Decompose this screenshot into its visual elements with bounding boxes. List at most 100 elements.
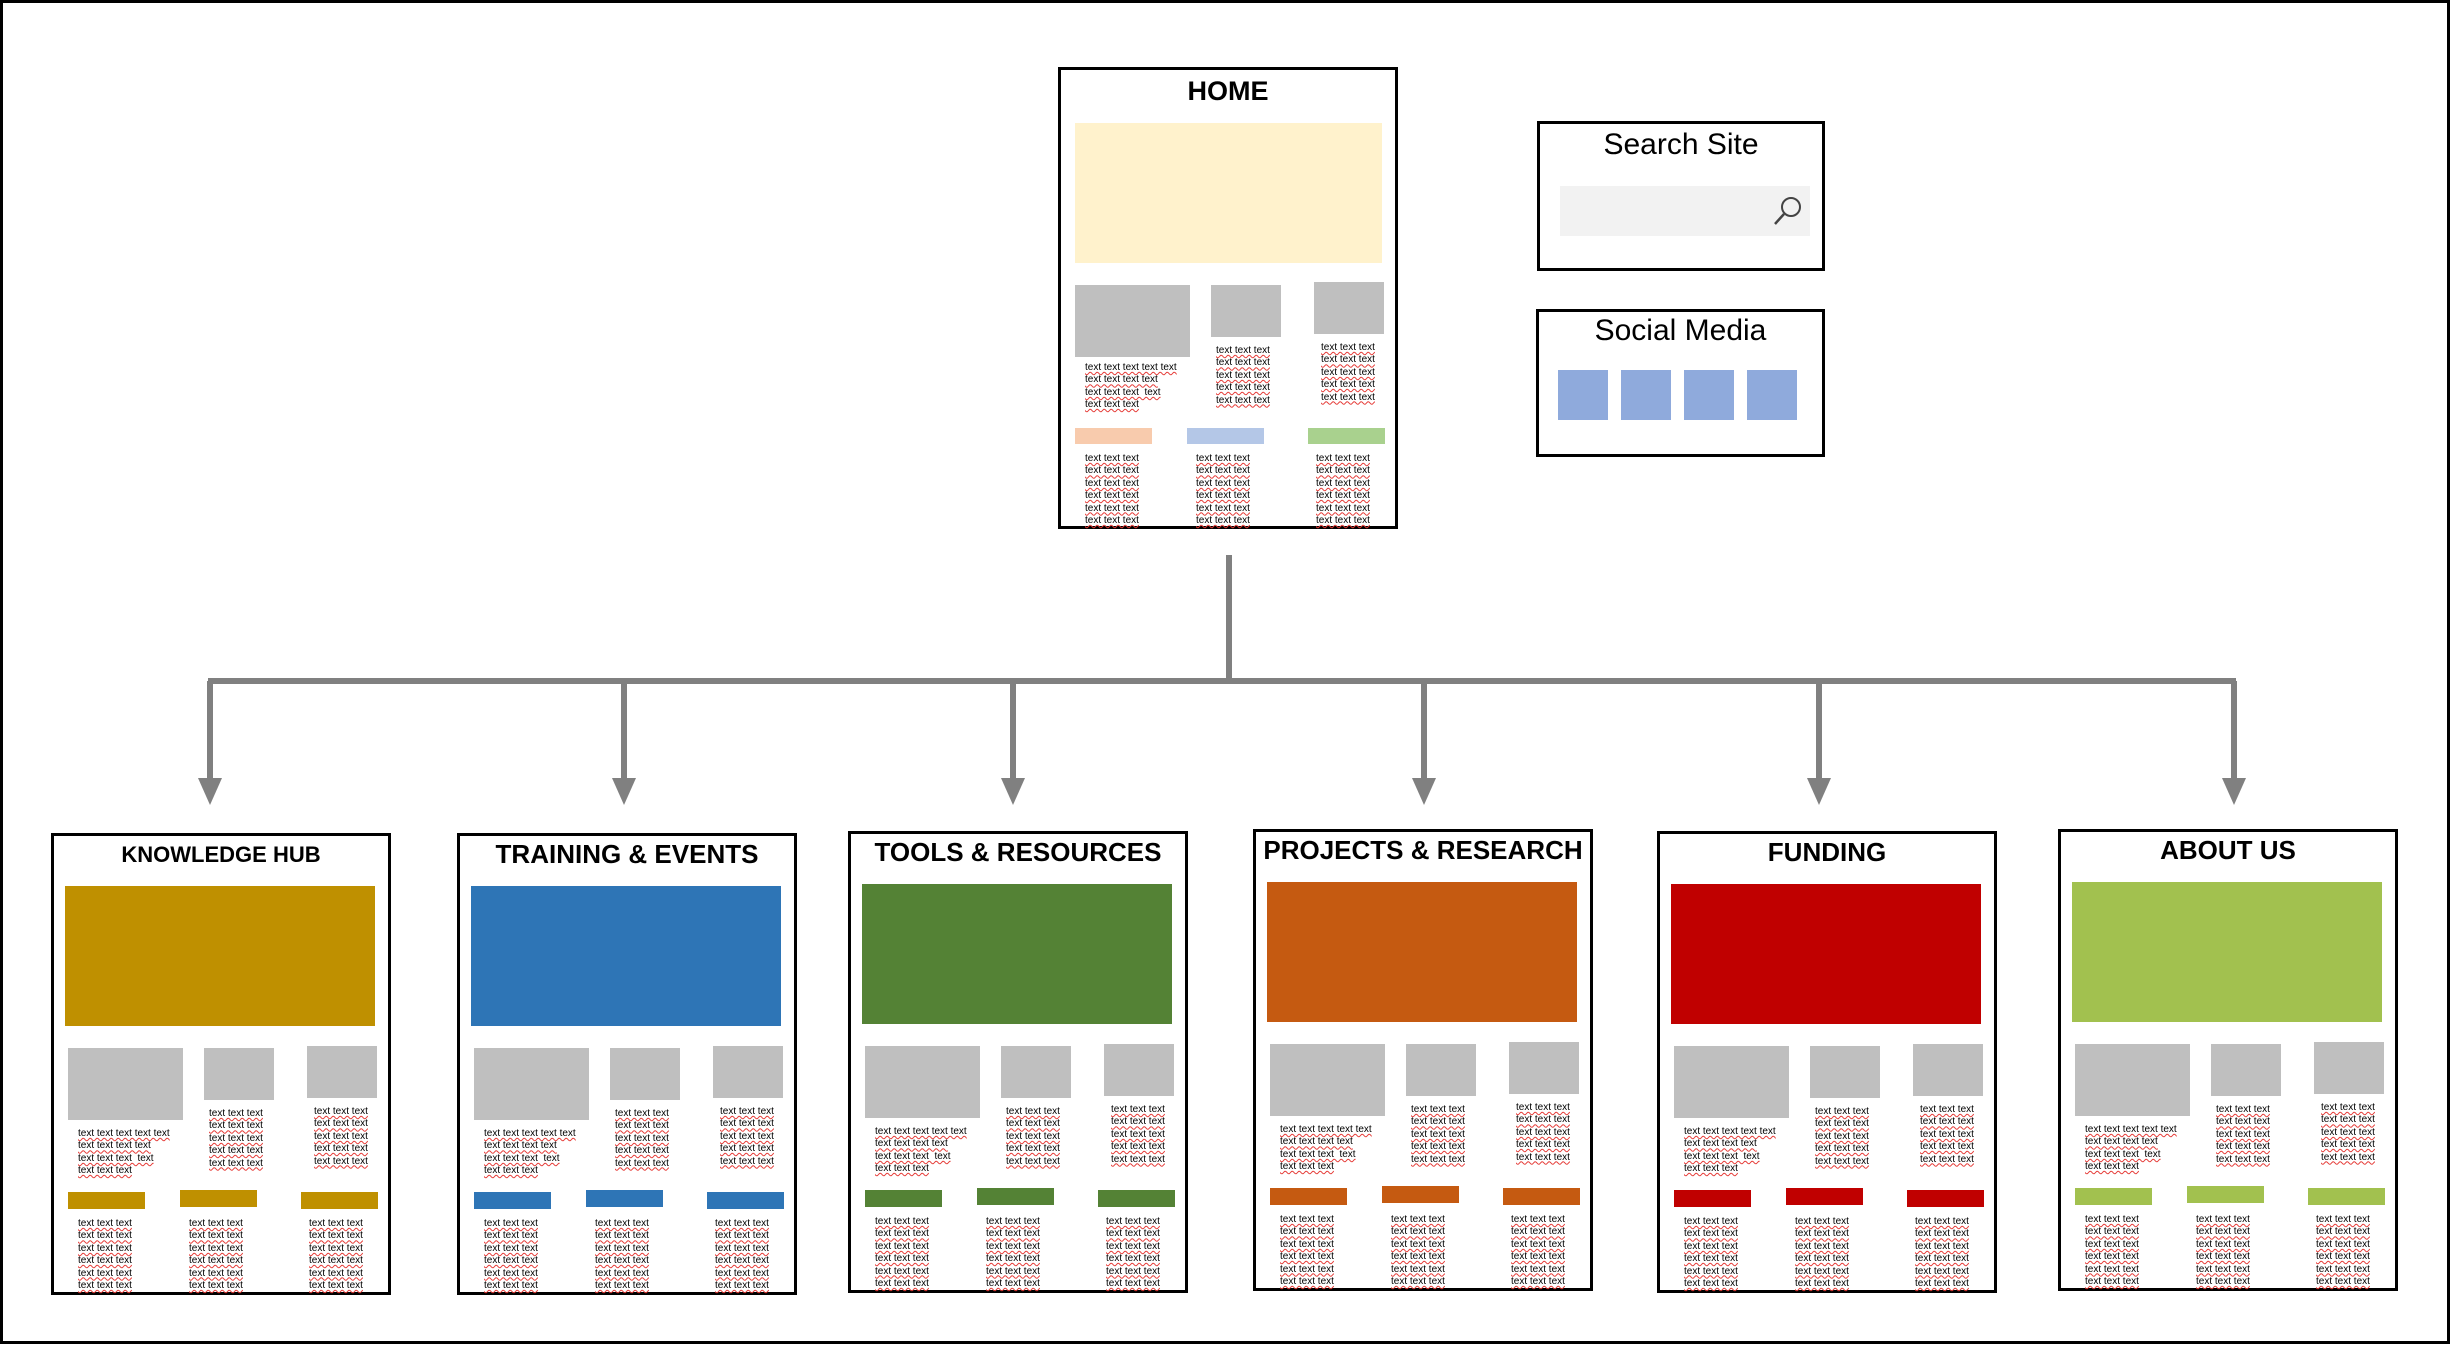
social-media-panel: Social Media xyxy=(1536,309,1825,457)
section-lower-text-1: text text text text text text text text … xyxy=(78,1218,132,1292)
section-accent-bar-3 xyxy=(2308,1188,2385,1205)
section-lower-text-1: text text text text text text text text … xyxy=(1684,1216,1738,1290)
section-lower-text-1: text text text text text text text text … xyxy=(484,1218,538,1292)
home-text-3: text text text text text text text text … xyxy=(1321,342,1375,403)
home-accent-bar-1 xyxy=(1075,428,1152,444)
home-page-title: HOME xyxy=(1187,76,1269,106)
section-image-2 xyxy=(1406,1044,1476,1096)
arrowhead xyxy=(612,778,636,805)
section-hero-banner xyxy=(862,884,1172,1024)
section-text-3: text text text text text text text text … xyxy=(314,1106,368,1167)
arrowhead xyxy=(1001,778,1025,805)
section-image-1 xyxy=(1674,1046,1789,1118)
social-media-icon[interactable] xyxy=(1684,370,1734,420)
section-image-1 xyxy=(865,1046,980,1118)
section-accent-bar-2 xyxy=(180,1190,257,1207)
section-accent-bar-1 xyxy=(68,1192,145,1209)
section-image-1 xyxy=(474,1048,589,1120)
section-image-3 xyxy=(1509,1042,1579,1094)
section-page-title: FUNDING xyxy=(1767,837,1887,867)
section-image-1 xyxy=(1270,1044,1385,1116)
section-lower-text-2: text text text text text text text text … xyxy=(2196,1214,2250,1288)
section-image-3 xyxy=(307,1046,377,1098)
section-image-3 xyxy=(713,1046,783,1098)
section-text-1: text text text text text text text text … xyxy=(875,1126,967,1175)
section-accent-bar-1 xyxy=(2075,1188,2152,1205)
section-text-2: text text text text text text text text … xyxy=(615,1108,669,1169)
section-lower-text-3: text text text text text text text text … xyxy=(1106,1216,1160,1290)
section-image-2 xyxy=(2211,1044,2281,1096)
home-accent-bar-3 xyxy=(1308,428,1385,444)
section-text-2: text text text text text text text text … xyxy=(2216,1104,2270,1165)
section-lower-text-3: text text text text text text text text … xyxy=(1915,1216,1969,1290)
home-accent-bar-2 xyxy=(1187,428,1264,444)
section-hero-banner xyxy=(1671,884,1981,1024)
section-accent-bar-3 xyxy=(1503,1188,1580,1205)
home-image-3 xyxy=(1314,282,1384,334)
section-accent-bar-2 xyxy=(977,1188,1054,1205)
section-page-title: PROJECTS & RESEARCH xyxy=(1263,835,1583,865)
social-media-icon[interactable] xyxy=(1621,370,1671,420)
search-site-panel: Search Site xyxy=(1537,121,1825,271)
home-image-1 xyxy=(1075,285,1190,357)
section-lower-text-1: text text text text text text text text … xyxy=(1280,1214,1334,1288)
home-lower-text-2: text text text text text text text text … xyxy=(1196,453,1250,527)
arrowhead xyxy=(2222,778,2246,805)
section-text-1: text text text text text text text text … xyxy=(78,1128,170,1177)
section-image-3 xyxy=(2314,1042,2384,1094)
section-text-1: text text text text text text text text … xyxy=(1684,1126,1776,1175)
section-lower-text-2: text text text text text text text text … xyxy=(595,1218,649,1292)
section-lower-text-3: text text text text text text text text … xyxy=(309,1218,363,1292)
section-accent-bar-2 xyxy=(2187,1186,2264,1203)
section-text-3: text text text text text text text text … xyxy=(720,1106,774,1167)
section-lower-text-1: text text text text text text text text … xyxy=(875,1216,929,1290)
section-accent-bar-1 xyxy=(865,1190,942,1207)
arrowhead xyxy=(1807,778,1831,805)
section-page-wireframe: PROJECTS & RESEARCH text text text text t… xyxy=(1253,829,1593,1291)
section-hero-banner xyxy=(471,886,781,1026)
section-page-wireframe: KNOWLEDGE HUB text text text text text te… xyxy=(51,833,391,1295)
section-lower-text-3: text text text text text text text text … xyxy=(2316,1214,2370,1288)
search-icon[interactable] xyxy=(1770,194,1804,228)
section-page-wireframe: ABOUT US text text text text text text te… xyxy=(2058,829,2398,1291)
section-text-2: text text text text text text text text … xyxy=(1006,1106,1060,1167)
search-site-label: Search Site xyxy=(1603,128,1759,161)
section-text-1: text text text text text text text text … xyxy=(2085,1124,2177,1173)
section-lower-text-2: text text text text text text text text … xyxy=(189,1218,243,1292)
home-hero-banner xyxy=(1075,123,1382,263)
section-image-2 xyxy=(204,1048,274,1100)
section-lower-text-2: text text text text text text text text … xyxy=(1391,1214,1445,1288)
section-lower-text-3: text text text text text text text text … xyxy=(715,1218,769,1292)
section-image-3 xyxy=(1104,1044,1174,1096)
section-page-wireframe: FUNDING text text text text text text tex… xyxy=(1657,831,1997,1293)
section-accent-bar-3 xyxy=(1907,1190,1984,1207)
section-image-1 xyxy=(2075,1044,2190,1116)
social-media-icon[interactable] xyxy=(1558,370,1608,420)
section-accent-bar-3 xyxy=(1098,1190,1175,1207)
section-page-title: ABOUT US xyxy=(2160,835,2296,865)
arrowhead xyxy=(1412,778,1436,805)
section-lower-text-3: text text text text text text text text … xyxy=(1511,1214,1565,1288)
home-lower-text-1: text text text text text text text text … xyxy=(1085,453,1139,527)
section-accent-bar-2 xyxy=(586,1190,663,1207)
section-page-title: KNOWLEDGE HUB xyxy=(121,842,321,867)
section-accent-bar-1 xyxy=(474,1192,551,1209)
home-image-2 xyxy=(1211,285,1281,337)
social-media-icon[interactable] xyxy=(1747,370,1797,420)
section-text-3: text text text text text text text text … xyxy=(1920,1104,1974,1165)
section-lower-text-2: text text text text text text text text … xyxy=(986,1216,1040,1290)
search-input[interactable] xyxy=(1560,186,1810,236)
section-accent-bar-2 xyxy=(1382,1186,1459,1203)
home-text-1: text text text text text text text text … xyxy=(1085,362,1177,411)
section-text-2: text text text text text text text text … xyxy=(1411,1104,1465,1165)
section-text-2: text text text text text text text text … xyxy=(1815,1106,1869,1167)
home-page-wireframe: HOME text text text text text text text … xyxy=(1058,67,1398,529)
sitemap-connectors xyxy=(198,555,2246,805)
section-text-3: text text text text text text text text … xyxy=(2321,1102,2375,1163)
section-image-1 xyxy=(68,1048,183,1120)
section-image-2 xyxy=(610,1048,680,1100)
section-text-1: text text text text text text text text … xyxy=(1280,1124,1372,1173)
